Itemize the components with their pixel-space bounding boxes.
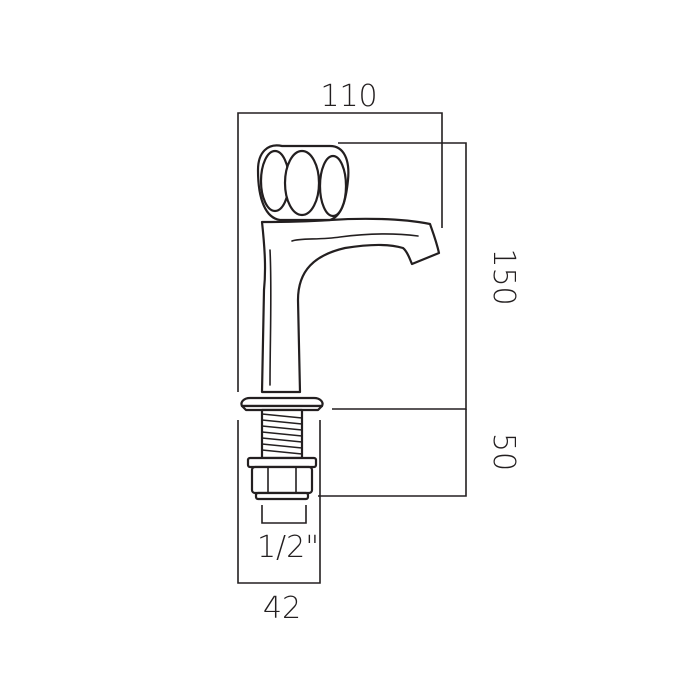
- handle-lobe-right: [318, 154, 348, 218]
- dim-line-width-base: [237, 420, 321, 584]
- dimension-lines: [237, 112, 467, 584]
- body-contour: [269, 249, 272, 386]
- dim-label-height-body: 150: [486, 248, 521, 305]
- nut-ring: [254, 491, 310, 501]
- dim-label-width-base: 42: [263, 591, 301, 626]
- thread-lines: [261, 413, 303, 455]
- spout-contour: [291, 233, 419, 242]
- dim-label-height-tail: 50: [486, 433, 521, 471]
- dim-line-width-top: [237, 112, 443, 392]
- washer: [246, 456, 318, 469]
- back-nut: [250, 465, 314, 495]
- dim-label-thread: 1/2": [257, 530, 319, 565]
- handle-lobe-middle: [283, 149, 321, 217]
- dim-line-height-body: [332, 142, 467, 410]
- dim-line-height-tail: [318, 409, 467, 497]
- tap-flange: [240, 396, 324, 408]
- tap-illustration: [240, 144, 441, 501]
- dim-label-width-top: 110: [320, 79, 377, 114]
- dim-line-thread: [261, 505, 307, 524]
- tap-body: [260, 217, 441, 394]
